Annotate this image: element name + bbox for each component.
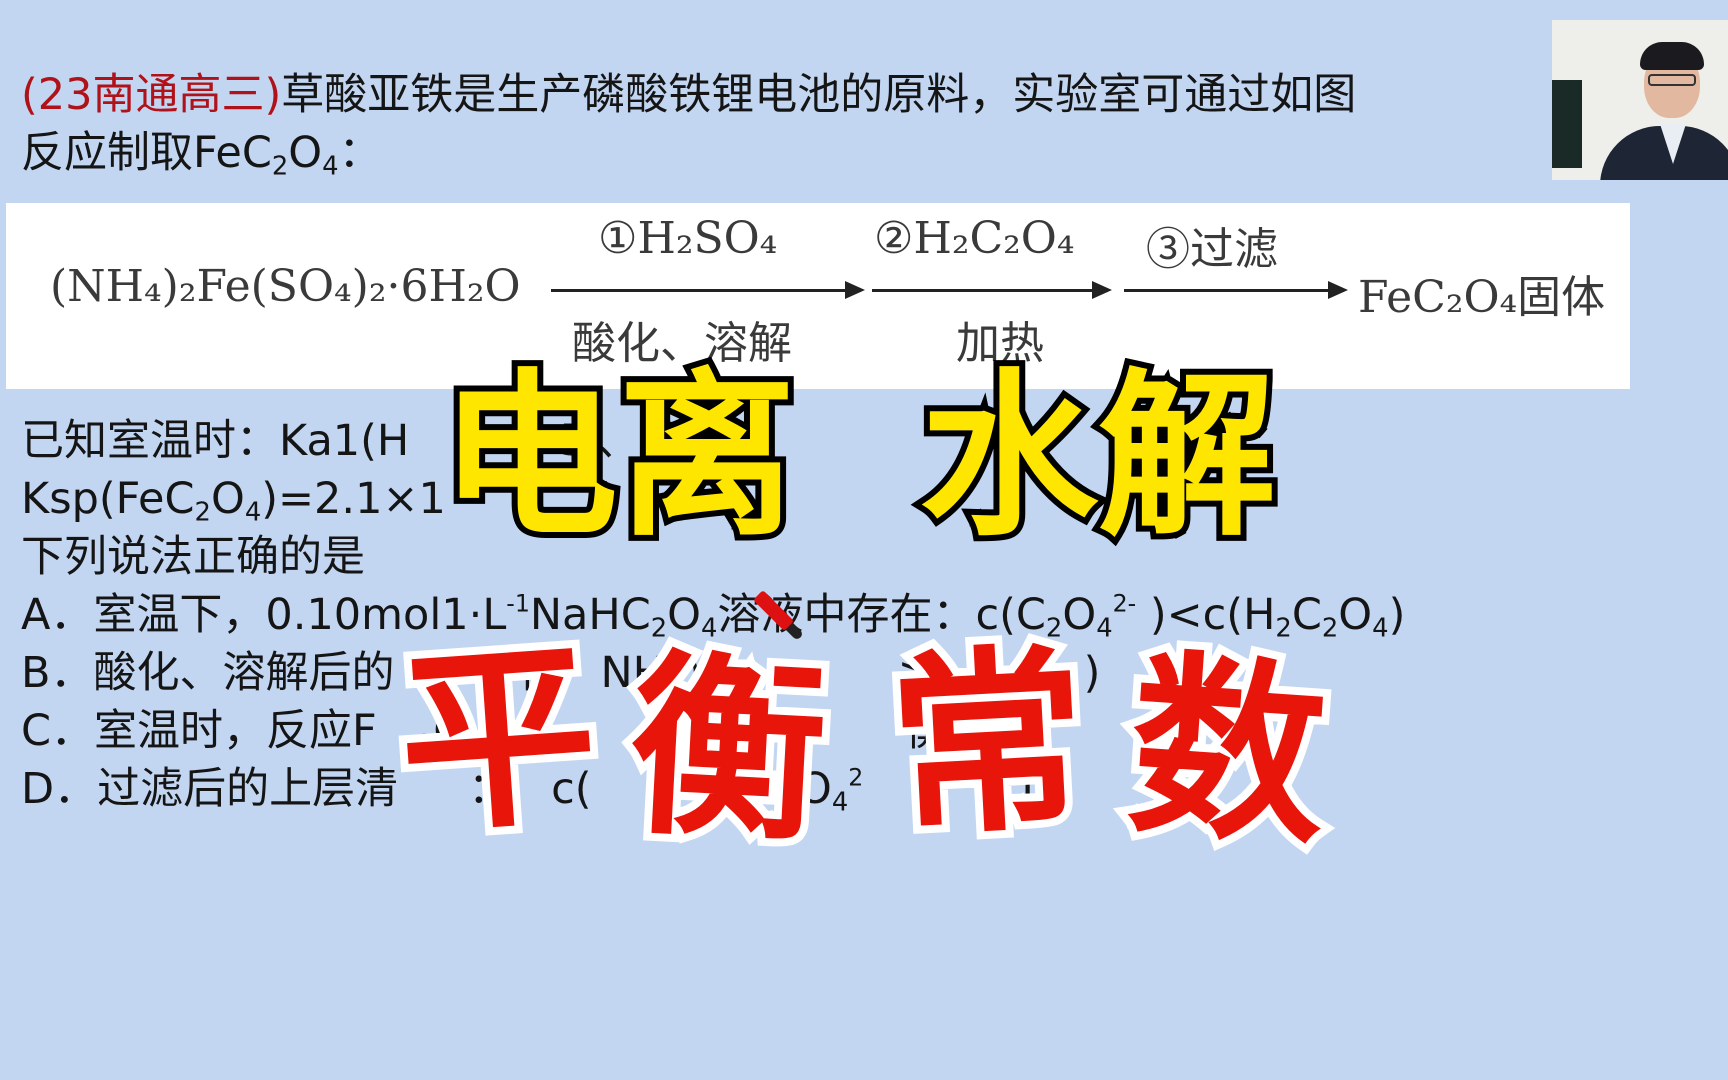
scheme-step2-condition: 加热 [956,318,1044,369]
scheme-step2-reagent: ②H₂C₂O₄ [874,213,1075,264]
overlay-caption-hydrolysis: 水解 [914,353,1282,560]
overlay-caption-char-ping: 平 [384,610,612,869]
presenter-hair [1640,42,1704,70]
scheme-step1-reagent: ①H₂SO₄ [598,213,778,264]
scheme-arrow-1 [551,281,865,299]
known-constants-line-2: Ksp(FeC2O4)=2.1×1 [21,474,446,528]
problem-intro-line-1: (23南通高三)草酸亚铁是生产磷酸铁锂电池的原料，实验室可通过如图 [21,70,1357,120]
scheme-arrow-2 [872,281,1112,299]
presenter-glasses [1648,74,1696,86]
overlay-caption-char-heng: 衡 [616,622,840,878]
scheme-product: FeC₂O₄固体 [1358,272,1606,323]
scheme-step3-operation: ③过滤 [1146,224,1278,275]
reaction-scheme: (NH₄)₂Fe(SO₄)₂·6H₂O ①H₂SO₄ 酸化、溶解 ②H₂C₂O₄… [6,203,1630,389]
scheme-step1-condition: 酸化、溶解 [572,318,792,369]
overlay-caption-ionization: 电离 [434,353,802,560]
source-tag: (23南通高三) [21,70,282,120]
scheme-reactant: (NH₄)₂Fe(SO₄)₂·6H₂O [50,261,521,312]
blackboard [1552,80,1582,168]
overlay-caption-char-chang: 常 [876,616,1100,872]
problem-intro-line-2: 反应制取FeC2O4： [21,128,382,182]
overlay-caption-char-shu: 数 [1114,622,1342,881]
webcam-feed [1552,20,1728,180]
scheme-arrow-3 [1124,281,1348,299]
question-stem: 下列说法正确的是 [21,532,365,582]
